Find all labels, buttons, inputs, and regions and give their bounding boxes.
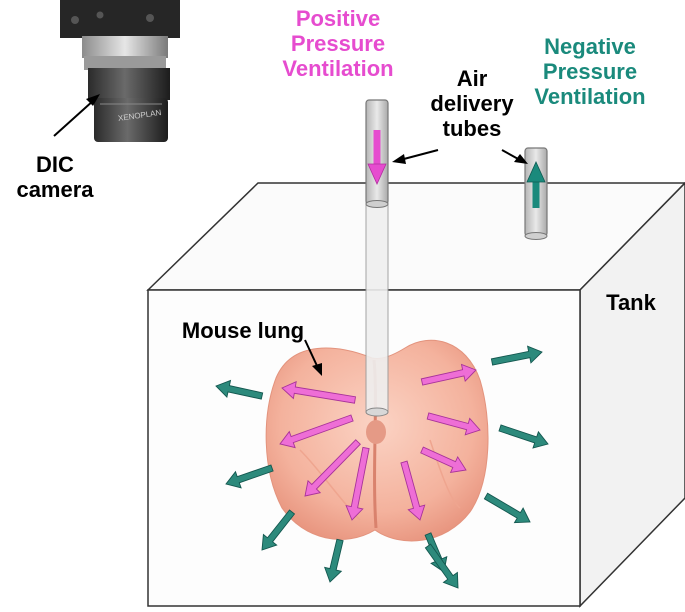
positive-pressure-label: Positive Pressure Ventilation (282, 6, 394, 81)
teal-arrow-7 (498, 424, 549, 449)
teal-arrow-3 (261, 509, 296, 551)
teal-arrow-6 (483, 492, 531, 524)
pink-arrow-5 (420, 363, 477, 386)
tank-label: Tank (606, 290, 656, 315)
mouse-lung-label: Mouse lung (181, 318, 305, 343)
dic-camera-label: DIC camera (16, 152, 94, 202)
pink-arrow-1 (281, 380, 357, 404)
lung-pointer-arrow (304, 339, 322, 376)
teal-arrow-2 (225, 464, 274, 489)
camera-icon: XENOPLAN (60, 0, 180, 142)
teal-arrow-8 (490, 345, 543, 366)
negative-pressure-label: Negative Pressure Ventilation (534, 34, 646, 109)
teal-arrow-1 (215, 379, 264, 400)
positive-pressure-arrows (279, 363, 481, 521)
positive-air-tube (365, 99, 389, 417)
pink-arrow-8 (400, 460, 426, 521)
pink-arrow-2 (279, 414, 354, 449)
pink-arrow-7 (420, 446, 467, 473)
camera-pointer-arrow (53, 94, 100, 137)
pink-arrow-4 (345, 446, 370, 521)
pink-arrow-3 (304, 439, 361, 497)
negative-air-tube (524, 147, 548, 240)
tube-pointer-arrows (392, 149, 528, 164)
pink-arrow-6 (426, 412, 481, 436)
negative-pressure-arrows (215, 345, 549, 589)
air-delivery-tubes-label: Air delivery tubes (430, 66, 514, 141)
teal-arrow-9 (424, 543, 459, 589)
teal-arrow-4 (323, 538, 344, 583)
